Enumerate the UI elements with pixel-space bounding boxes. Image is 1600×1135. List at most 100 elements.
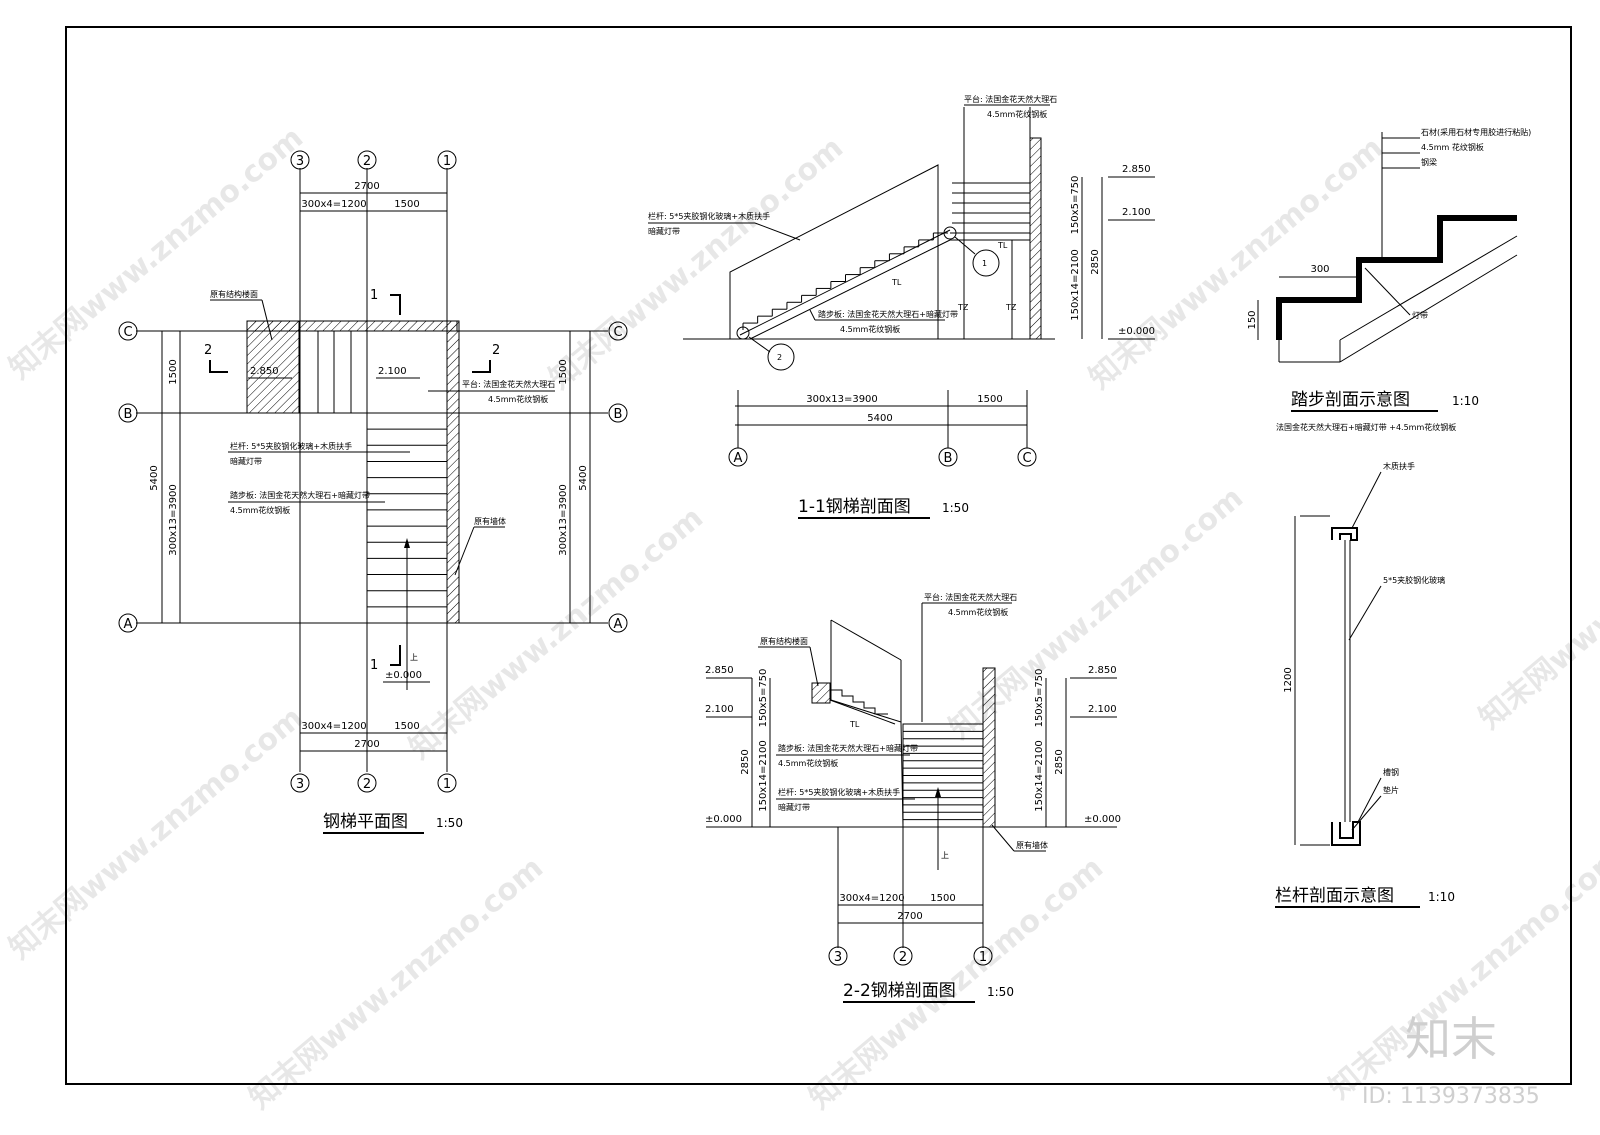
axis-label-B: B — [614, 407, 623, 422]
cut-mark-1: 1 — [370, 658, 378, 673]
cut-mark-2: 2 — [492, 343, 500, 358]
axis-bubble-2 — [357, 150, 377, 170]
dim-3900: 300x13=3900 — [168, 484, 179, 556]
tz-label: TZ — [1005, 303, 1017, 312]
dim-2700: 2700 — [354, 181, 379, 192]
section-2-2-scale: 1:50 — [987, 985, 1014, 999]
note-railing: 栏杆: 5*5夹胶钢化玻璃+木质扶手 — [778, 787, 900, 797]
note-tread: 踏步板: 法国金花天然大理石+暗藏灯带 — [778, 743, 918, 753]
note-plate: 4.5mm花纹钢板 — [230, 505, 290, 515]
note-channel: 槽钢 — [1383, 767, 1399, 777]
railing-scale: 1:10 — [1428, 890, 1455, 904]
dim-2850: 2850 — [740, 749, 751, 774]
elev-2850: 2.850 — [1122, 164, 1151, 175]
watermark: 知末网www.znzmo.com — [3, 700, 310, 966]
elev-2850: 2.850 — [250, 366, 279, 377]
section-1-1-view: TZ TZ TL TL 2 1 2.850 2.100 ±0.000 150x5… — [648, 94, 1155, 519]
up-label: 上 — [410, 653, 418, 662]
image-id: ID: 1139373835 — [1362, 1084, 1540, 1109]
section-1-1-title: 1-1钢梯剖面图 — [798, 497, 911, 517]
dim-1500: 1500 — [168, 359, 179, 384]
axis-label-3: 3 — [296, 777, 304, 792]
watermark: 知末网www.znzmo.com — [1473, 470, 1600, 736]
watermark: 知末网www.znzmo.com — [243, 850, 550, 1116]
tread-scale: 1:10 — [1452, 394, 1479, 408]
tread-title: 踏步剖面示意图 — [1291, 390, 1410, 410]
note-railing: 栏杆: 5*5夹胶钢化玻璃+木质扶手 — [230, 441, 352, 451]
dim-1500: 1500 — [394, 721, 419, 732]
note-hidden-light: 暗藏灯带 — [648, 226, 680, 236]
note-structure-floor: 原有结构楼面 — [760, 636, 808, 646]
note-plate: 4.5mm花纹钢板 — [840, 324, 900, 334]
tz-label: TZ — [957, 303, 969, 312]
note-light-strip: 灯带 — [1412, 310, 1428, 320]
dim-2850: 2850 — [1090, 249, 1101, 274]
up-label: 上 — [941, 851, 949, 860]
elev-0: ±0.000 — [1118, 326, 1155, 337]
dim-1200: 300x4=1200 — [301, 199, 366, 210]
axis-label-2: 2 — [363, 154, 371, 169]
tl-label: TL — [891, 278, 902, 287]
section-1-1-scale: 1:50 — [942, 501, 969, 515]
note-gasket: 垫片 — [1383, 785, 1399, 795]
axis-label-1: 1 — [443, 154, 451, 169]
dim-1500: 1500 — [930, 893, 955, 904]
axis-label-3: 3 — [834, 950, 842, 965]
axis-label-A: A — [614, 617, 623, 632]
elev-0: ±0.000 — [705, 814, 742, 825]
cut-mark-2: 2 — [204, 343, 212, 358]
axis-bubble-3 — [290, 150, 310, 170]
section-1-1-steps — [742, 232, 948, 330]
dim-150: 150 — [1247, 310, 1258, 329]
dim-3900: 300x13=3900 — [806, 394, 878, 405]
dim-1200: 1200 — [1283, 667, 1294, 692]
note-structure-floor: 原有结构楼面 — [210, 289, 258, 299]
axis-label-1: 1 — [443, 777, 451, 792]
section-2-2-view: TL 上 2.850 2.100 ±0.000 2850 150x5=750 1… — [705, 592, 1121, 1003]
elev-2100: 2.100 — [1122, 207, 1151, 218]
note-handrail: 木质扶手 — [1383, 461, 1415, 471]
axis-label-B: B — [124, 407, 133, 422]
note-platform: 平台: 法国金花天然大理石 — [964, 94, 1057, 104]
plan-view: 3 2 1 3 2 1 C B A C B A 2700 300x4=1200 … — [118, 150, 628, 834]
dim-750: 150x5=750 — [758, 669, 769, 728]
axis-bubble-1 — [437, 150, 457, 170]
dim-2700: 2700 — [354, 739, 379, 750]
axis-label-C: C — [1022, 451, 1031, 466]
note-plate: 4.5mm花纹钢板 — [488, 394, 548, 404]
note-platform: 平台: 法国金花天然大理石 — [462, 379, 555, 389]
axis-label-3: 3 — [296, 154, 304, 169]
axis-label-C: C — [613, 325, 622, 340]
dim-750: 150x5=750 — [1034, 669, 1045, 728]
dim-3900: 300x13=3900 — [558, 484, 569, 556]
note-plate: 4.5mm花纹钢板 — [778, 758, 838, 768]
railing-detail-view: 1200 木质扶手 5*5夹胶钢化玻璃 槽钢 垫片 栏杆剖面示意图 1:10 — [1275, 461, 1455, 908]
axis-label-1: 1 — [979, 950, 987, 965]
elev-0: ±0.000 — [1084, 814, 1121, 825]
plan-scale: 1:50 — [436, 816, 463, 830]
elev-2100: 2.100 — [705, 704, 734, 715]
note-glass: 5*5夹胶钢化玻璃 — [1383, 575, 1445, 585]
elev-2850: 2.850 — [1088, 665, 1117, 676]
dim-1200: 300x4=1200 — [839, 893, 904, 904]
elev-2100: 2.100 — [1088, 704, 1117, 715]
plan-title: 钢梯平面图 — [323, 812, 408, 832]
dim-2850: 2850 — [1054, 749, 1065, 774]
dim-2700: 2700 — [897, 911, 922, 922]
axis-label-2: 2 — [899, 950, 907, 965]
axis-label-C: C — [123, 325, 132, 340]
note-tread: 踏步板: 法国金花天然大理石+暗藏灯带 — [818, 309, 958, 319]
tl-label: TL — [997, 241, 1008, 250]
tread-detail-view: 300 150 石材(采用石材专用胶进行粘贴) 4.5mm 花纹钢板 钢梁 灯带… — [1247, 127, 1531, 432]
note-plate: 4.5mm花纹钢板 — [987, 109, 1047, 119]
sheet-border — [65, 26, 1572, 1085]
note-hidden-light: 暗藏灯带 — [778, 802, 810, 812]
dim-2100: 150x14=2100 — [1070, 249, 1081, 321]
elev-2100: 2.100 — [378, 366, 407, 377]
note-tread: 踏步板: 法国金花天然大理石+暗藏灯带 — [230, 490, 370, 500]
dim-5400: 5400 — [578, 465, 589, 490]
callout-1: 1 — [982, 259, 987, 268]
note-wall: 原有墙体 — [1016, 840, 1048, 850]
dim-1200: 300x4=1200 — [301, 721, 366, 732]
